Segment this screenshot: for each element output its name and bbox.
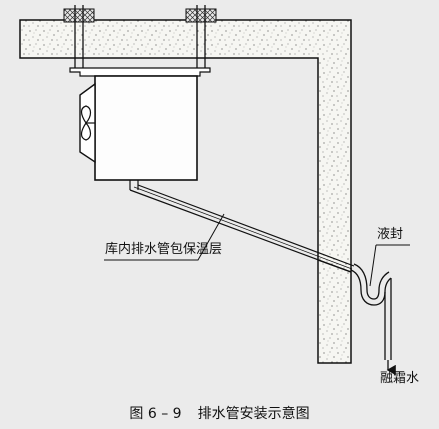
- anchor-block-right: [185, 8, 217, 23]
- liquid-seal-label: 液封: [377, 227, 404, 242]
- anchor-block-left: [63, 8, 95, 23]
- figure-title: 排水管安装示意图: [197, 406, 310, 422]
- downpipe: [384, 278, 392, 360]
- fan-icon: [80, 105, 95, 141]
- insulated-drain-pipe: [129, 184, 355, 273]
- hanger-bracket: [69, 67, 211, 77]
- defrost-water-label: 融霜水: [380, 371, 420, 386]
- insulation-leader-line: [104, 213, 225, 261]
- ceiling-and-wall-slab: [19, 19, 352, 364]
- liquid-seal-trap: [350, 263, 392, 306]
- insulation-label: 库内排水管包保温层: [105, 242, 223, 257]
- drain-pipe-through-wall: [317, 259, 352, 273]
- hanger-rods: [74, 5, 206, 68]
- figure-caption: 图 6 – 9 排水管安装示意图: [0, 403, 439, 423]
- evaporator-unit: [94, 75, 198, 181]
- figure-number: 图 6 – 9: [129, 406, 182, 422]
